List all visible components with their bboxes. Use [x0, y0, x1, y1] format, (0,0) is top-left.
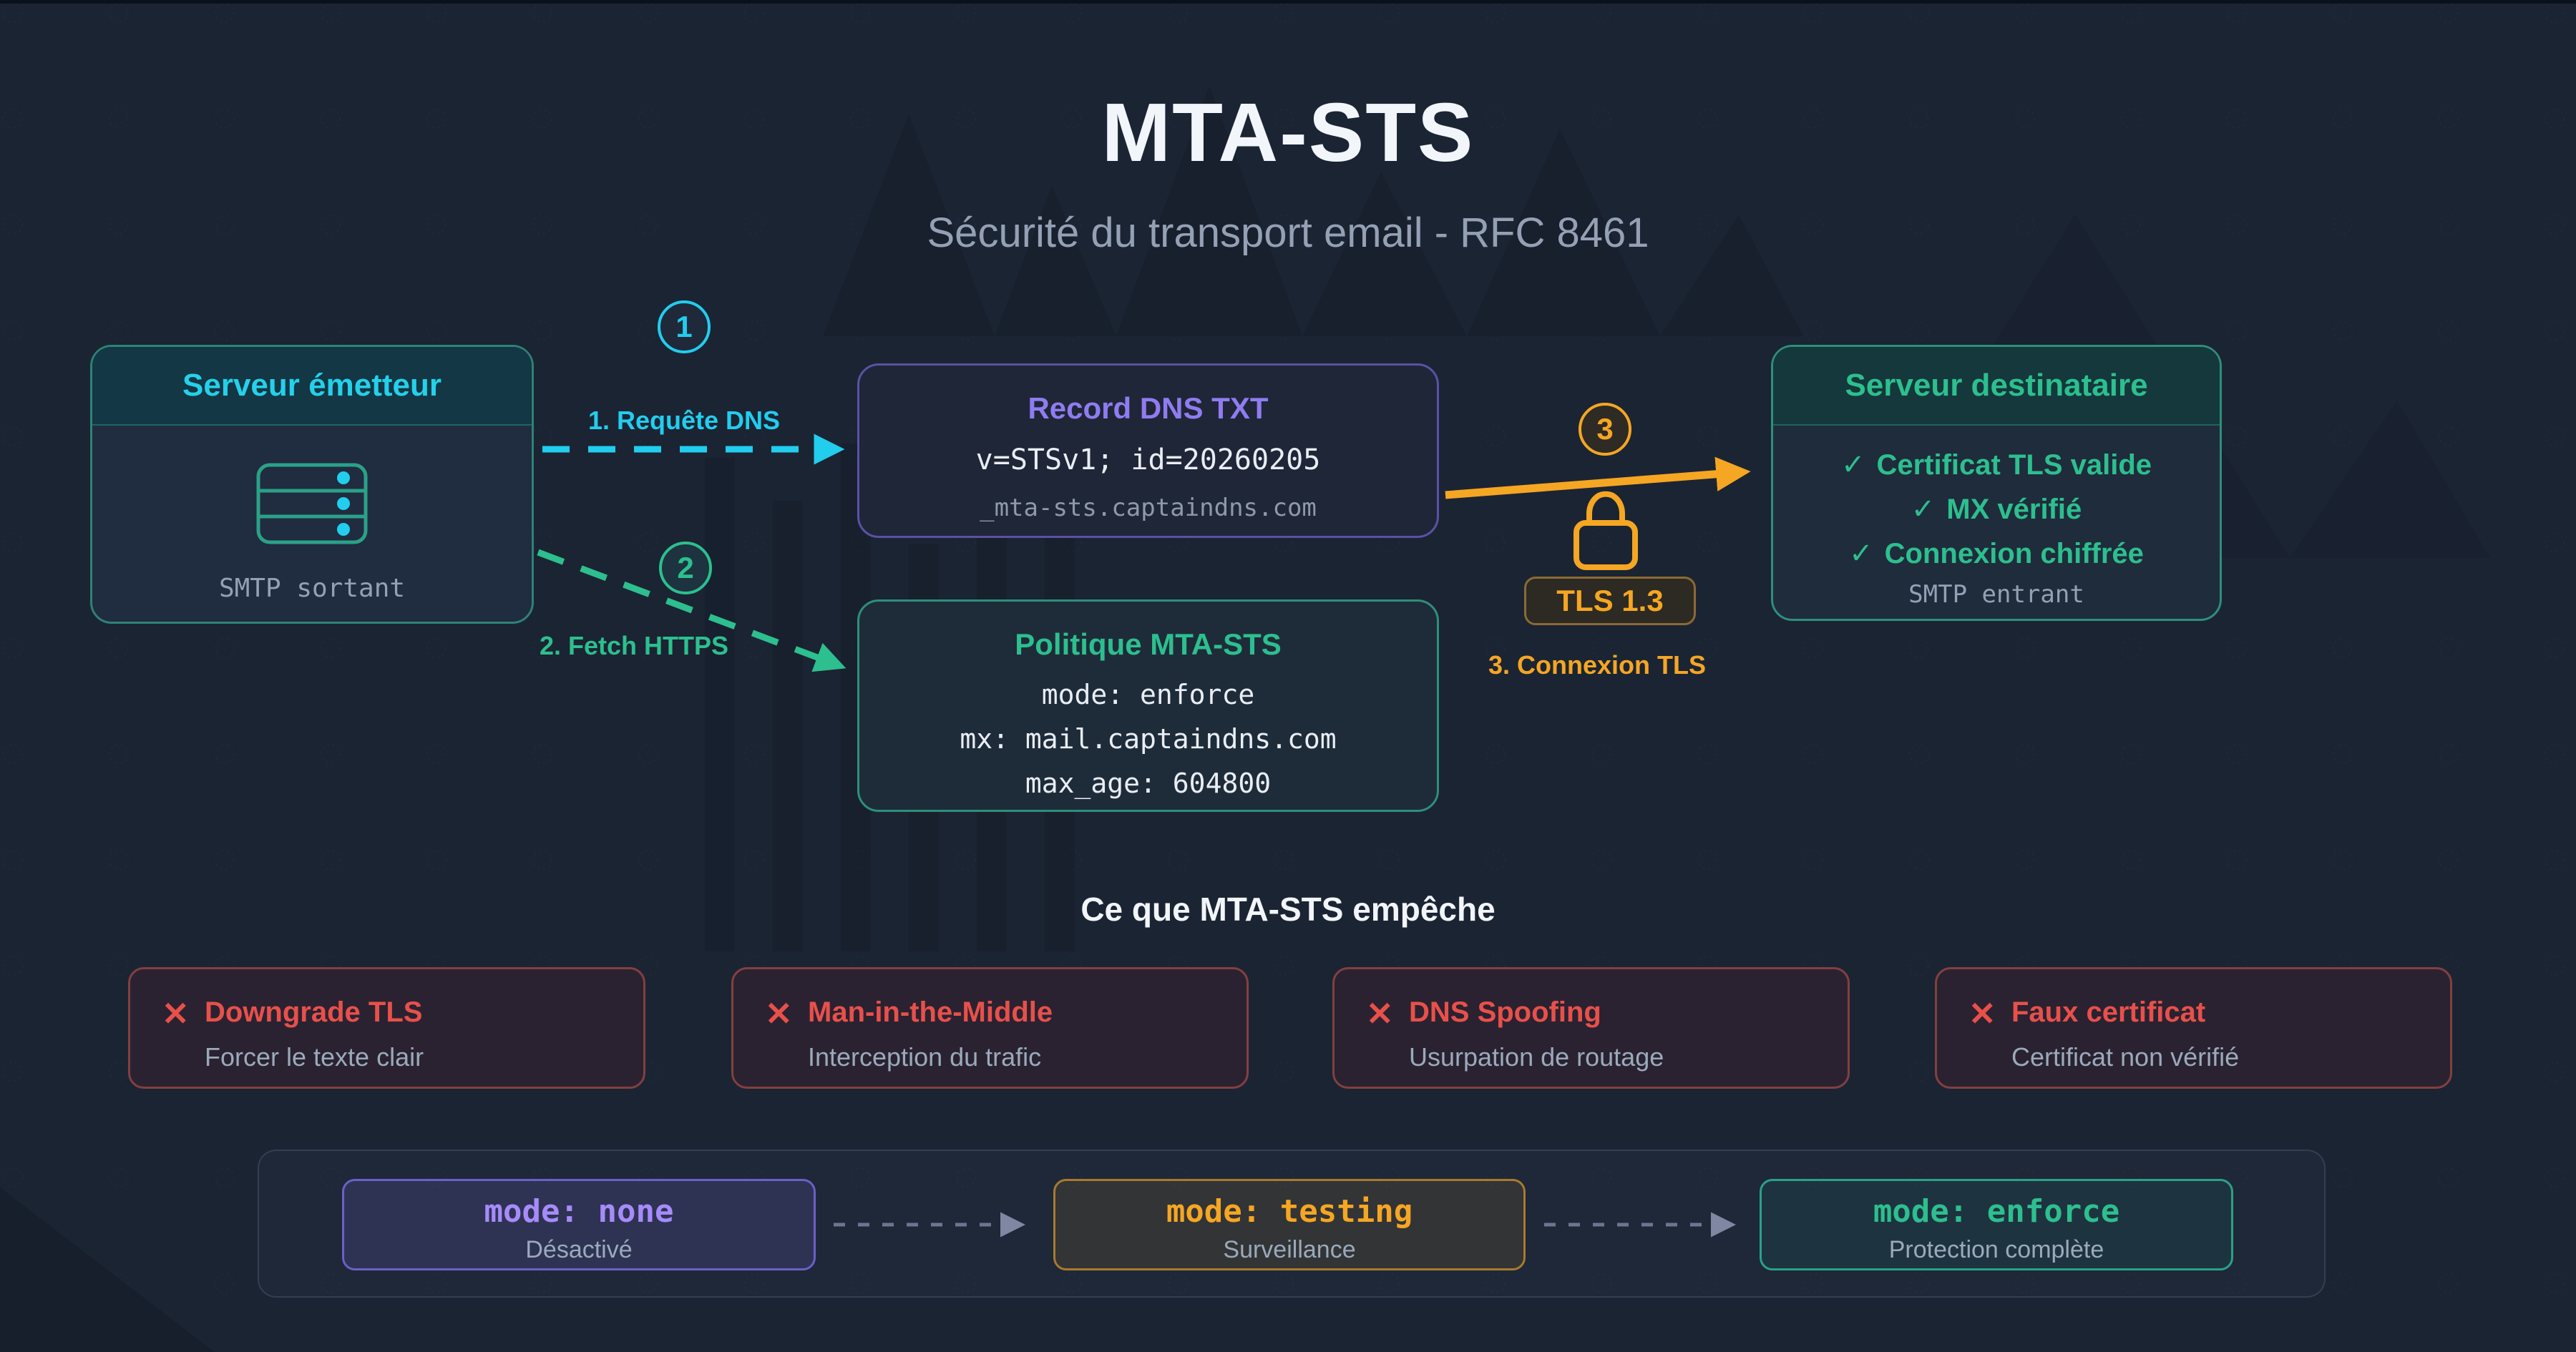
threat-card-dns-spoofing: ✕ DNS Spoofing Usurpation de routage — [1332, 967, 1850, 1089]
mode-testing-label: Surveillance — [1223, 1236, 1356, 1263]
step-2-badge: 2 — [659, 542, 712, 594]
policy-box: Politique MTA-STS mode: enforce mx: mail… — [857, 599, 1439, 812]
threat-card-fake-cert: ✕ Faux certificat Certificat non vérifié — [1935, 967, 2452, 1089]
mode-none-code: mode: none — [484, 1193, 674, 1230]
recipient-check-mx: ✓ MX vérifié — [1773, 487, 2220, 532]
threat-subtitle: Usurpation de routage — [1409, 1042, 1664, 1072]
step-1-badge: 1 — [658, 300, 711, 353]
x-icon: ✕ — [162, 995, 190, 1032]
threat-title: DNS Spoofing — [1409, 996, 1601, 1028]
threat-title: Downgrade TLS — [205, 996, 423, 1028]
threat-subtitle: Certificat non vérifié — [2011, 1042, 2240, 1072]
threat-subtitle: Forcer le texte clair — [205, 1042, 424, 1072]
recipient-check-encrypted-label: Connexion chiffrée — [1884, 537, 2144, 569]
step-2-label: 2. Fetch HTTPS — [539, 631, 729, 660]
step-3-label: 3. Connexion TLS — [1488, 650, 1707, 680]
server-icon — [256, 463, 368, 544]
threats-heading: Ce que MTA-STS empêche — [1080, 891, 1496, 928]
mode-testing-box: mode: testing Surveillance — [1053, 1179, 1526, 1270]
dns-record-title: Record DNS TXT — [1028, 391, 1269, 425]
tls-connection-arrow — [1445, 456, 1751, 499]
recipient-check-mx-label: MX vérifié — [1946, 493, 2082, 525]
x-icon: ✕ — [1366, 995, 1394, 1032]
threat-card-mitm: ✕ Man-in-the-Middle Interception du traf… — [731, 967, 1249, 1089]
mode-enforce-box: mode: enforce Protection complète — [1760, 1179, 2233, 1270]
policy-mode-line: mode: enforce — [1041, 679, 1255, 710]
recipient-check-tls-label: Certificat TLS valide — [1876, 449, 2152, 481]
modes-timeline — [258, 1150, 2326, 1298]
check-icon: ✓ — [1840, 449, 1865, 481]
lock-icon — [1574, 491, 1638, 570]
x-icon: ✕ — [1968, 995, 1996, 1032]
page-title: MTA-STS — [1101, 86, 1475, 179]
recipient-check-tls: ✓ Certificat TLS valide — [1773, 443, 2220, 487]
step-3-badge: 3 — [1579, 403, 1631, 456]
recipient-server-box: Serveur destinataire ✓ Certificat TLS va… — [1771, 345, 2222, 621]
recipient-server-title: Serveur destinataire — [1773, 347, 2220, 426]
sender-caption: SMTP sortant — [218, 574, 406, 603]
dns-record-value: v=STSv1; id=20260205 — [975, 444, 1321, 476]
check-icon: ✓ — [1849, 538, 1873, 569]
policy-maxage-line: max_age: 604800 — [1025, 768, 1272, 799]
mode-enforce-code: mode: enforce — [1873, 1193, 2120, 1230]
sender-server-box: Serveur émetteur SMTP sortant — [90, 345, 534, 624]
policy-mx-line: mx: mail.captaindns.com — [960, 723, 1337, 755]
policy-title: Politique MTA-STS — [1015, 627, 1282, 661]
threat-title: Faux certificat — [2011, 996, 2206, 1028]
mode-none-label: Désactivé — [525, 1236, 633, 1263]
recipient-caption: SMTP entrant — [1908, 580, 2084, 609]
threat-subtitle: Interception du trafic — [808, 1042, 1042, 1072]
recipient-check-encrypted: ✓ Connexion chiffrée — [1773, 532, 2220, 576]
tls-version-badge: TLS 1.3 — [1524, 577, 1696, 625]
dns-record-box: Record DNS TXT v=STSv1; id=20260205 _mta… — [857, 363, 1439, 538]
check-icon: ✓ — [1911, 494, 1936, 525]
x-icon: ✕ — [765, 995, 793, 1032]
page-subtitle: Sécurité du transport email - RFC 8461 — [927, 210, 1649, 256]
mode-enforce-label: Protection complète — [1888, 1236, 2104, 1263]
step-1-label: 1. Requête DNS — [587, 406, 781, 435]
threat-card-downgrade: ✕ Downgrade TLS Forcer le texte clair — [128, 967, 645, 1089]
sender-server-title: Serveur émetteur — [92, 347, 532, 426]
threat-title: Man-in-the-Middle — [808, 996, 1053, 1028]
mode-testing-code: mode: testing — [1166, 1193, 1413, 1230]
mode-none-box: mode: none Désactivé — [342, 1179, 816, 1270]
dns-record-host: _mta-sts.captaindns.com — [980, 494, 1317, 522]
